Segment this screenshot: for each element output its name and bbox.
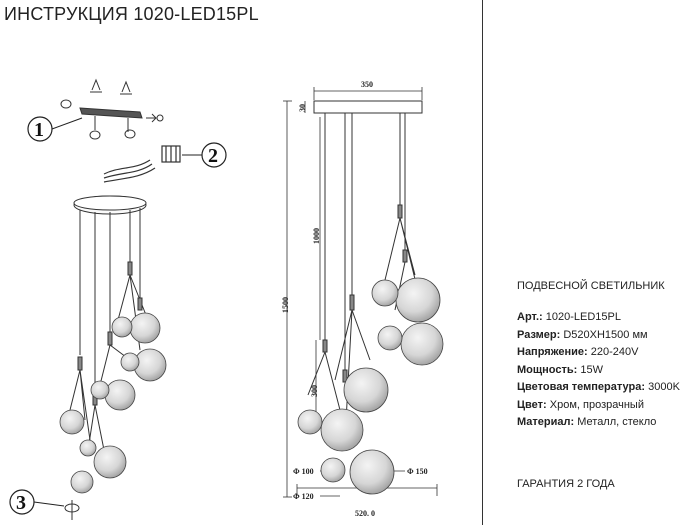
dim-diameter-large: Φ 150 bbox=[407, 467, 428, 476]
spec-value: 3000K bbox=[648, 381, 680, 393]
warranty-text: ГАРАНТИЯ 2 ГОДА bbox=[517, 478, 615, 490]
wiring-connector bbox=[103, 145, 181, 183]
page-title: ИНСТРУКЦИЯ 1020-LED15PL bbox=[4, 4, 259, 24]
dim-total-height: 1500 bbox=[281, 297, 290, 313]
spec-value: Металл, стекло bbox=[577, 416, 657, 428]
dim-diameter-small: Φ 100 bbox=[293, 467, 314, 476]
step-2-marker bbox=[182, 142, 227, 168]
divider bbox=[482, 0, 483, 525]
spec-row-article: Арт.: 1020-LED15PL bbox=[517, 309, 680, 327]
spec-label: Арт.: bbox=[517, 311, 543, 323]
dim-canopy-width: 350 bbox=[361, 80, 373, 89]
product-type-heading: ПОДВЕСНОЙ СВЕТИЛЬНИК bbox=[517, 280, 665, 292]
dim-canopy-height: 30 bbox=[298, 104, 307, 112]
spec-row-color-temp: Цветовая температура: 3000K bbox=[517, 379, 680, 397]
dim-diameter-medium: Φ 120 bbox=[293, 492, 314, 501]
spec-row-power: Мощность: 15W bbox=[517, 362, 680, 380]
dim-total-width: 520. 0 bbox=[355, 509, 375, 518]
step-1-marker bbox=[27, 116, 83, 142]
step-3-label: 3 bbox=[16, 492, 26, 514]
spec-label: Мощность: bbox=[517, 363, 578, 376]
mounting-hardware bbox=[60, 78, 164, 140]
spec-row-size: Размер: D520XH1500 мм bbox=[517, 327, 680, 345]
spec-row-color: Цвет: Хром, прозрачный bbox=[517, 397, 680, 415]
spec-value: D520XH1500 мм bbox=[563, 328, 648, 341]
spec-label: Цвет: bbox=[517, 398, 547, 411]
dim-lower-length: 300 bbox=[310, 385, 319, 397]
step-3-marker bbox=[9, 489, 80, 520]
step-2-label: 2 bbox=[208, 145, 218, 167]
spec-label: Напряжение: bbox=[517, 346, 588, 358]
chandelier-assembled bbox=[59, 195, 167, 494]
specs-list: Арт.: 1020-LED15PL Размер: D520XH1500 мм… bbox=[517, 309, 680, 432]
chandelier-side-view bbox=[297, 100, 444, 495]
spec-value: 220-240V bbox=[590, 346, 639, 358]
spec-row-voltage: Напряжение: 220-240V bbox=[517, 344, 680, 362]
spec-label: Цветовая температура: bbox=[517, 381, 646, 393]
spec-row-material: Материал: Металл, стекло bbox=[517, 414, 680, 432]
spec-label: Материал: bbox=[517, 416, 575, 428]
spec-value: Хром, прозрачный bbox=[549, 398, 644, 411]
step-1-label: 1 bbox=[34, 119, 44, 141]
spec-label: Размер: bbox=[517, 328, 561, 341]
dim-cord-length: 1000 bbox=[312, 228, 321, 244]
spec-value: 15W bbox=[580, 363, 603, 376]
spec-value: 1020-LED15PL bbox=[545, 311, 621, 323]
